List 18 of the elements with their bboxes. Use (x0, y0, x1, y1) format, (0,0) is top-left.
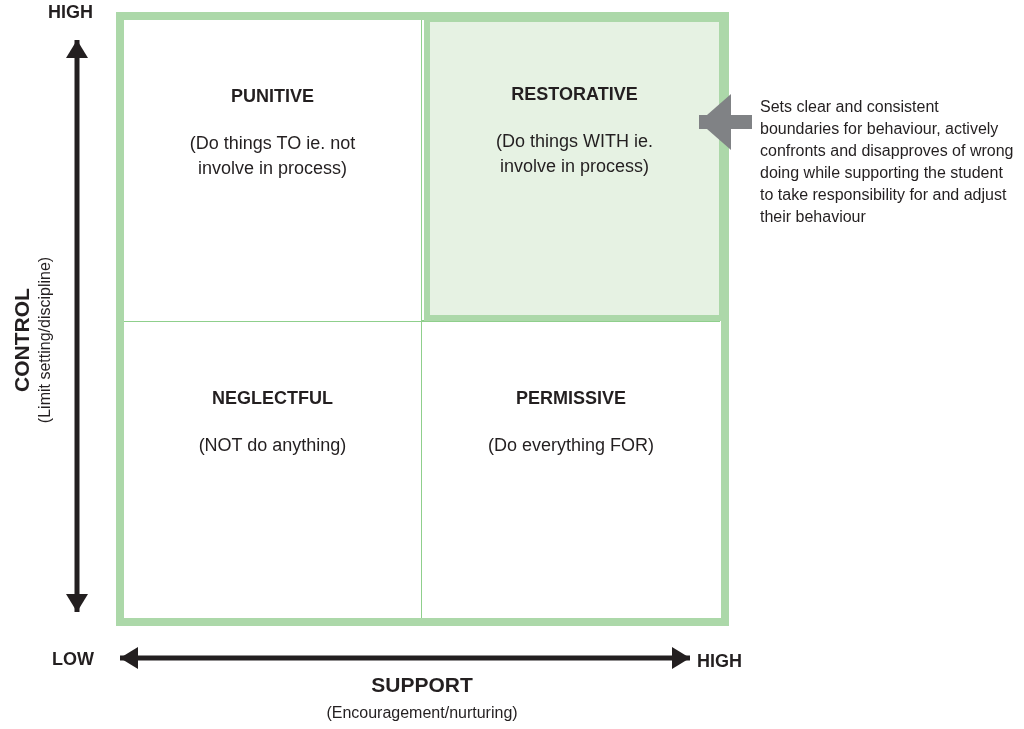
quadrant-description: (Do things WITH ie. involve in process) (494, 130, 654, 178)
axis-title: CONTROL (10, 288, 34, 392)
quadrant-description: (Do everything FOR) (486, 434, 655, 457)
axis-end-label: LOW (52, 648, 94, 670)
quadrant-box (124, 20, 421, 321)
quadrant-title: NEGLECTFUL (211, 388, 334, 409)
axis-subtitle: (Limit setting/discipline) (36, 256, 54, 424)
callout-text: Sets clear and consistent boundaries for behaviour, actively confronts and disapproves of wrong doing while supporting the student to take responsibility for and adjust their behaviour (760, 97, 1015, 227)
quadrant-title: PERMISSIVE (515, 388, 627, 409)
axis-title: SUPPORT (371, 673, 473, 697)
axis-end-label: HIGH (48, 1, 93, 23)
axis-end-label: HIGH (697, 650, 742, 672)
axis-subtitle: (Encouragement/nurturing) (326, 704, 518, 722)
quadrant-title: PUNITIVE (230, 86, 315, 107)
quadrant-description: (Do things TO ie. not involve in process) (188, 132, 357, 180)
quadrant-description: (NOT do anything) (197, 434, 348, 457)
callout-arrow (699, 94, 752, 150)
quadrant-title: RESTORATIVE (510, 84, 639, 105)
